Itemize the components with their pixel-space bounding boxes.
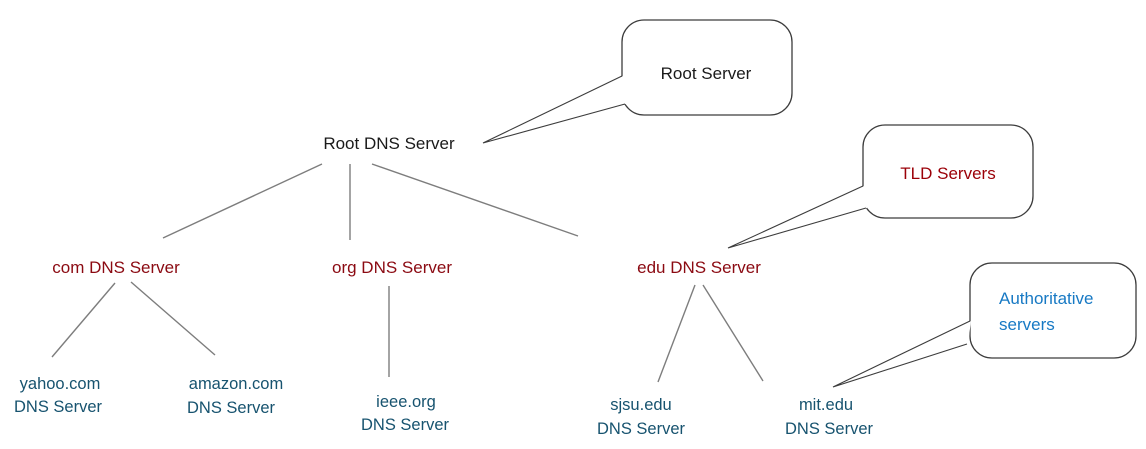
callout-root-server-bubble — [621, 19, 793, 116]
callout-tld-servers-bubble — [862, 124, 1034, 219]
callout-tld-servers-label: TLD Servers — [900, 164, 995, 183]
callout-tld-servers: TLD Servers — [727, 124, 1034, 249]
leaf-mit-line2: DNS Server — [785, 420, 874, 438]
edge-com-to-yahoo — [51, 282, 116, 358]
edge-root-to-edu — [371, 163, 579, 237]
leaf-sjsu: sjsu.edu DNS Server — [597, 396, 686, 438]
callout-authoritative-servers: Authoritative servers — [832, 262, 1137, 388]
node-root-dns-server: Root DNS Server — [323, 134, 455, 153]
callout-tld-servers-tail — [727, 185, 867, 249]
leaf-mit: mit.edu DNS Server — [785, 396, 874, 438]
leaf-yahoo-line2: DNS Server — [14, 398, 103, 416]
edge-edu-to-mit — [702, 284, 764, 382]
edge-edu-to-sjsu — [657, 284, 696, 383]
node-edu-dns-server: edu DNS Server — [637, 258, 761, 277]
leaf-ieee-line1: ieee.org — [376, 393, 436, 411]
node-com-dns-server: com DNS Server — [52, 258, 180, 277]
callout-root-server-tail — [482, 75, 626, 144]
callout-authoritative-servers-line1: Authoritative — [999, 289, 1094, 308]
leaf-amazon-line2: DNS Server — [187, 399, 276, 417]
leaf-yahoo: yahoo.com DNS Server — [14, 375, 103, 416]
node-org-dns-server: org DNS Server — [332, 258, 452, 277]
tree-nodes: Root DNS Server com DNS Server org DNS S… — [14, 134, 874, 438]
leaf-sjsu-line1: sjsu.edu — [610, 396, 671, 414]
leaf-ieee: ieee.org DNS Server — [361, 393, 450, 434]
leaf-amazon-line1: amazon.com — [189, 375, 283, 393]
leaf-sjsu-line2: DNS Server — [597, 420, 686, 438]
leaf-yahoo-line1: yahoo.com — [20, 375, 101, 393]
tree-edges — [51, 163, 764, 383]
callout-authoritative-servers-tail — [832, 320, 971, 388]
edge-com-to-amazon — [130, 281, 216, 356]
leaf-mit-line1: mit.edu — [799, 396, 853, 414]
edge-root-to-com — [162, 163, 323, 239]
leaf-amazon: amazon.com DNS Server — [187, 375, 283, 417]
callout-authoritative-servers-line2: servers — [999, 315, 1055, 334]
callout-authoritative-servers-bubble — [969, 262, 1137, 359]
callout-root-server-label: Root Server — [661, 64, 752, 83]
callout-root-server: Root Server — [482, 19, 793, 144]
leaf-ieee-line2: DNS Server — [361, 416, 450, 434]
